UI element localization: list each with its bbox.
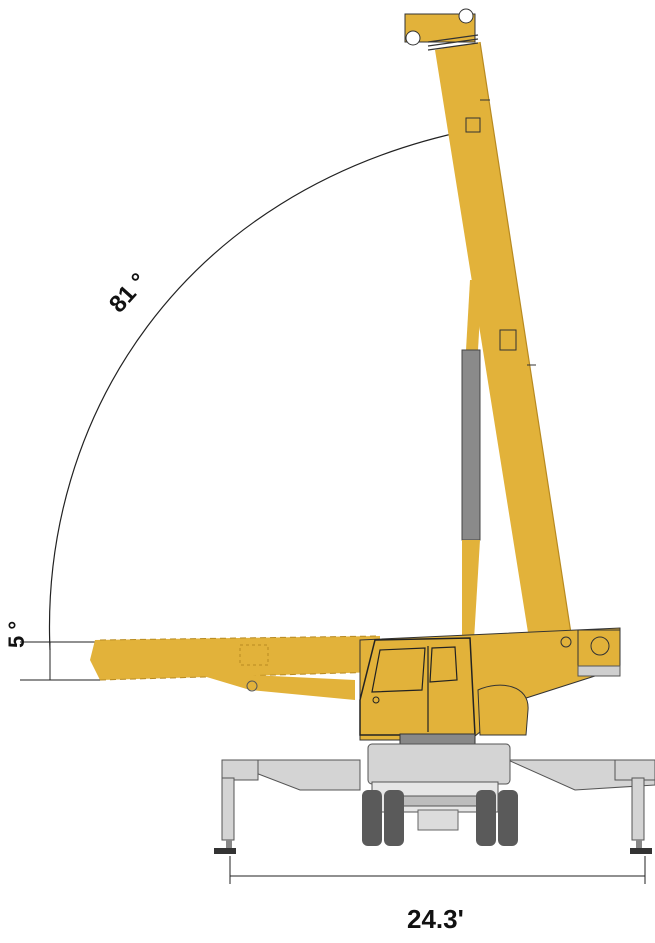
lowered-boom <box>90 635 381 700</box>
outrigger-left <box>214 777 236 854</box>
outrigger-right <box>630 777 652 854</box>
outrigger-span-label: 24.3' <box>407 904 464 934</box>
operator-cab <box>359 637 476 736</box>
boom-angle-arc <box>48 129 471 651</box>
raised-boom <box>404 8 573 645</box>
swing-bearing <box>399 733 476 745</box>
lift-cylinder <box>461 280 482 640</box>
tires <box>362 790 518 846</box>
outrigger-span-dimension <box>229 856 646 884</box>
min-boom-angle-label: 5 ° <box>4 620 29 648</box>
carrier <box>221 743 655 813</box>
